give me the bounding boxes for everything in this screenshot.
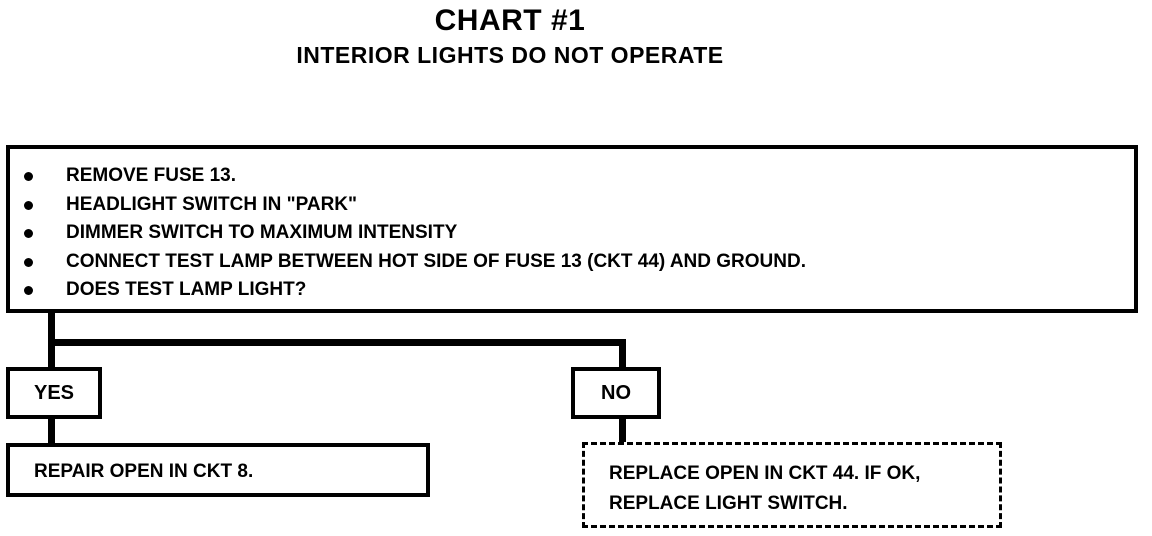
yes-branch-box: YES bbox=[6, 367, 102, 419]
step-item: CONNECT TEST LAMP BETWEEN HOT SIDE OF FU… bbox=[22, 248, 806, 277]
step-list: REMOVE FUSE 13. HEADLIGHT SWITCH IN "PAR… bbox=[22, 162, 806, 305]
no-action-text: REPLACE OPEN IN CKT 44. IF OK, REPLACE L… bbox=[609, 459, 920, 519]
connector-horizontal bbox=[48, 339, 626, 346]
no-action-box: REPLACE OPEN IN CKT 44. IF OK, REPLACE L… bbox=[582, 442, 1002, 528]
connector-no-down bbox=[619, 339, 626, 367]
yes-action-text: REPAIR OPEN IN CKT 8. bbox=[34, 461, 254, 482]
no-action-line-2: REPLACE LIGHT SWITCH. bbox=[609, 493, 848, 514]
connector-yes-to-action bbox=[48, 419, 55, 443]
no-action-line-1: REPLACE OPEN IN CKT 44. IF OK, bbox=[609, 463, 921, 484]
step-item: REMOVE FUSE 13. bbox=[22, 162, 806, 191]
step-text: DIMMER SWITCH TO MAXIMUM INTENSITY bbox=[66, 222, 458, 243]
chart-subtitle: INTERIOR LIGHTS DO NOT OPERATE bbox=[296, 42, 724, 68]
step-text: DOES TEST LAMP LIGHT? bbox=[66, 279, 307, 300]
step-item: DIMMER SWITCH TO MAXIMUM INTENSITY bbox=[22, 219, 806, 248]
bullet-icon bbox=[24, 172, 33, 181]
yes-label: YES bbox=[33, 381, 75, 404]
no-branch-box: NO bbox=[571, 367, 661, 419]
chart-title: CHART #1 bbox=[434, 4, 586, 37]
no-label: NO bbox=[601, 381, 631, 404]
bullet-icon bbox=[24, 257, 33, 267]
yes-action-box: REPAIR OPEN IN CKT 8. bbox=[6, 443, 430, 497]
step-item: DOES TEST LAMP LIGHT? bbox=[22, 276, 806, 305]
step-item: HEADLIGHT SWITCH IN "PARK" bbox=[22, 191, 806, 220]
bullet-icon bbox=[24, 286, 33, 295]
test-procedure-box: REMOVE FUSE 13. HEADLIGHT SWITCH IN "PAR… bbox=[6, 145, 1138, 313]
step-text: HEADLIGHT SWITCH IN "PARK" bbox=[66, 193, 358, 215]
step-text: CONNECT TEST LAMP BETWEEN HOT SIDE OF FU… bbox=[66, 250, 806, 272]
bullet-icon bbox=[24, 200, 33, 210]
connector-no-to-action bbox=[619, 419, 626, 443]
step-text: REMOVE FUSE 13. bbox=[66, 165, 236, 186]
bullet-icon bbox=[24, 229, 33, 238]
